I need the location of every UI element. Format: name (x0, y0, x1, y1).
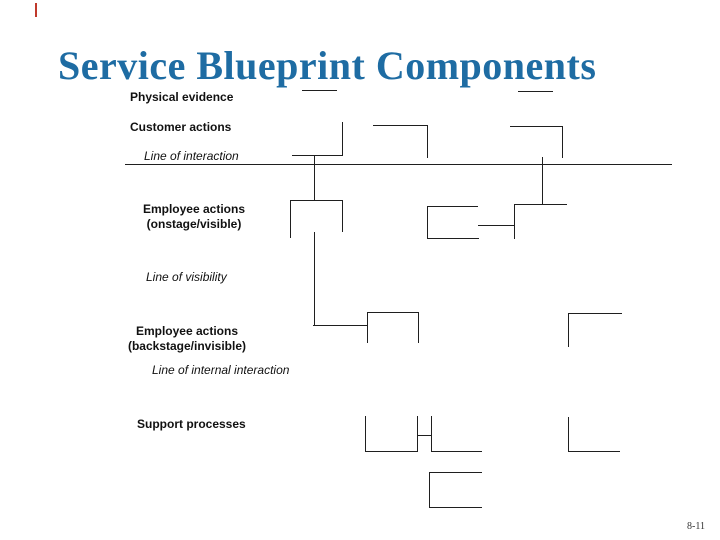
onstage-box2-bottom (427, 238, 479, 239)
support-box2-left (431, 416, 432, 451)
connector-cross-interaction-right (542, 157, 543, 205)
backstage-box1-left (367, 312, 368, 343)
label-line-of-internal-interaction: Line of internal interaction (152, 363, 290, 377)
support-box4-bottom (429, 507, 482, 508)
physical-evidence-mark-2 (518, 91, 553, 92)
label-employee-actions-backstage-line1: Employee actions (135, 324, 239, 338)
backstage-box2-top (568, 313, 622, 314)
page-title: Service Blueprint Components (58, 43, 597, 88)
support-bridge (417, 435, 431, 436)
connector-onstage-to-backstage (314, 232, 315, 326)
label-employee-actions-onstage: Employee actions (onstage/visible) (133, 202, 255, 232)
customer-box1-right (342, 122, 343, 156)
support-box1-bottom (365, 451, 418, 452)
onstage-connector-horizontal (478, 225, 515, 226)
onstage-box1-right (342, 200, 343, 232)
support-box1-right (417, 416, 418, 451)
customer-box2-top (373, 125, 428, 126)
label-employee-actions-onstage-line2: (onstage/visible) (146, 217, 242, 231)
onstage-box2-top (427, 206, 478, 207)
label-customer-actions: Customer actions (130, 120, 232, 134)
onstage-box2-left (427, 206, 428, 239)
line-of-interaction-rule (125, 164, 672, 165)
backstage-box2-left (568, 313, 569, 347)
onstage-box3-left (514, 204, 515, 239)
customer-box1-bottom (292, 155, 343, 156)
support-box4-left (429, 472, 430, 508)
physical-evidence-mark-1 (302, 90, 337, 91)
customer-box2-right (427, 125, 428, 158)
connector-customer-to-onstage (314, 155, 315, 201)
support-box3-left (568, 417, 569, 452)
onstage-box1-top (290, 200, 343, 201)
backstage-box1-top (367, 312, 419, 313)
customer-box3-top (510, 126, 563, 127)
slide-accent-mark (35, 3, 37, 17)
backstage-elbow-horizontal (313, 325, 368, 326)
page-number: 8-11 (687, 521, 705, 532)
label-line-of-interaction: Line of interaction (144, 149, 239, 163)
label-employee-actions-backstage-line2: (backstage/invisible) (127, 339, 247, 353)
label-support-processes: Support processes (137, 417, 246, 431)
support-box1-left (365, 416, 366, 452)
backstage-box1-right (418, 312, 419, 343)
support-box4-top (429, 472, 482, 473)
customer-box3-right (562, 126, 563, 158)
onstage-box3-top (514, 204, 567, 205)
label-employee-actions-backstage: Employee actions (backstage/invisible) (114, 324, 260, 354)
support-box3-bottom (568, 451, 620, 452)
support-box2-bottom (431, 451, 482, 452)
label-physical-evidence: Physical evidence (130, 90, 234, 104)
label-employee-actions-onstage-line1: Employee actions (142, 202, 246, 216)
label-line-of-visibility: Line of visibility (146, 270, 227, 284)
onstage-box1-left (290, 200, 291, 238)
